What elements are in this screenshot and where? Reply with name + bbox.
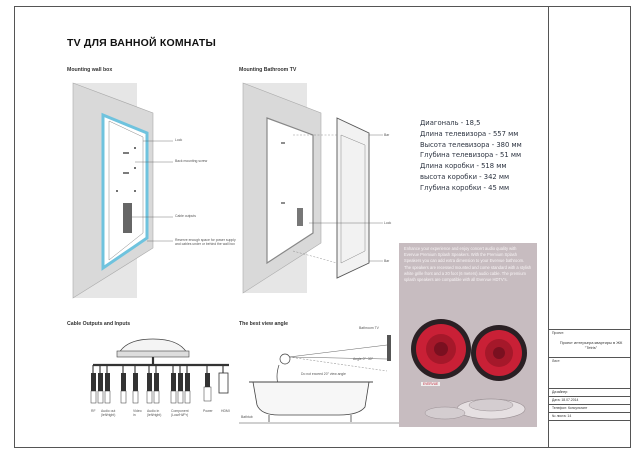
drawing-area: TV ДЛЯ ВАННОЙ КОМНАТЫ Mounting wall box … bbox=[15, 7, 549, 447]
callout-bathtub: Bathtub bbox=[241, 415, 253, 419]
panel-label-mounting-bathroom-tv: Mounting Bathroom TV bbox=[239, 67, 297, 73]
cable-outputs-diagram bbox=[90, 338, 229, 404]
panel-label-best-view-angle: The best view angle bbox=[239, 321, 289, 327]
spec-box-depth: Глубина коробки - 45 мм bbox=[420, 183, 510, 192]
connector-component: Component (Low/Hi/Pr) bbox=[171, 409, 189, 417]
callout-cable-outputs: Cable outputs bbox=[175, 214, 196, 218]
best-view-angle-diagram bbox=[239, 335, 399, 424]
stamp-divider bbox=[549, 404, 630, 405]
stamp-date: Дата: 18.07.2014 bbox=[552, 398, 579, 402]
connector-power: Power bbox=[203, 409, 213, 413]
stamp-divider bbox=[549, 412, 630, 413]
spec-tv-height: Высота телевизора - 380 мм bbox=[420, 140, 522, 149]
title-block: Проект: Проект интерьера квартиры в ЖК "… bbox=[549, 7, 630, 447]
connector-rf: RF bbox=[91, 409, 96, 413]
stamp-contact: Телефон: Консультант bbox=[552, 406, 588, 410]
speakers-image bbox=[411, 319, 527, 420]
callout-bar-bottom: Bar bbox=[384, 259, 390, 263]
spec-box-height: высота коробки - 342 мм bbox=[420, 172, 510, 181]
stamp-divider bbox=[549, 420, 630, 421]
drawing-sheet: TV ДЛЯ ВАННОЙ КОМНАТЫ Mounting wall box … bbox=[14, 6, 631, 448]
brochure-text: Enhance your experience and enjoy concer… bbox=[404, 246, 532, 283]
panel-label-cable-outputs: Cable Outputs and Inputs bbox=[67, 321, 131, 327]
mounting-bathroom-tv-diagram bbox=[242, 82, 383, 294]
connector-video-in: Video in bbox=[133, 409, 142, 417]
tv-specifications: Диагональ - 18,5 Длина телевизора - 557 … bbox=[420, 118, 522, 194]
stamp-sheet-label: Лист: bbox=[552, 359, 561, 363]
speaker-brochure: Enhance your experience and enjoy concer… bbox=[399, 243, 537, 427]
brochure-badge: EVERVUE bbox=[421, 382, 441, 386]
stamp-divider bbox=[549, 357, 630, 358]
connector-audio-out: Audio out (left/right) bbox=[101, 409, 116, 417]
spec-tv-length: Длина телевизора - 557 мм bbox=[420, 129, 519, 138]
panel-label-mounting-wall-box: Mounting wall box bbox=[67, 67, 113, 73]
callout-lock: Lock bbox=[175, 138, 183, 142]
callout-do-not-exceed: Do not exceed 20° view angle bbox=[301, 372, 346, 376]
spec-box-length: Длина коробки - 518 мм bbox=[420, 162, 507, 171]
stamp-designer-label: Дизайнер: bbox=[552, 390, 569, 394]
connector-audio-in: Audio in (left/right) bbox=[147, 409, 162, 417]
callout-angle: Angle 0°~30° bbox=[353, 357, 373, 361]
stamp-divider bbox=[549, 388, 630, 389]
stamp-divider bbox=[549, 396, 630, 397]
stamp-divider bbox=[549, 329, 630, 330]
callout-back-mounting-screw: Back mounting screw bbox=[175, 159, 208, 163]
page-title: TV ДЛЯ ВАННОЙ КОМНАТЫ bbox=[67, 37, 216, 49]
callout-lock-tv: Lock bbox=[384, 221, 392, 225]
stamp-project-name: Проект интерьера квартиры в ЖК "Tetris" bbox=[559, 340, 623, 350]
connector-hdmi: HDMI bbox=[221, 409, 230, 413]
stamp-page-number: № листа: 14 bbox=[552, 414, 572, 418]
mounting-wall-box-diagram bbox=[72, 82, 173, 299]
callout-reserve-space: Reserve enough space for power supply an… bbox=[175, 238, 236, 246]
stamp-project-label: Проект: bbox=[552, 331, 565, 335]
spec-tv-depth: Глубина телевизора - 51 мм bbox=[420, 151, 522, 160]
callout-bathroom-tv: Bathroom TV bbox=[359, 326, 379, 330]
callout-bar-top: Bar bbox=[384, 133, 390, 137]
spec-diagonal: Диагональ - 18,5 bbox=[420, 119, 481, 127]
